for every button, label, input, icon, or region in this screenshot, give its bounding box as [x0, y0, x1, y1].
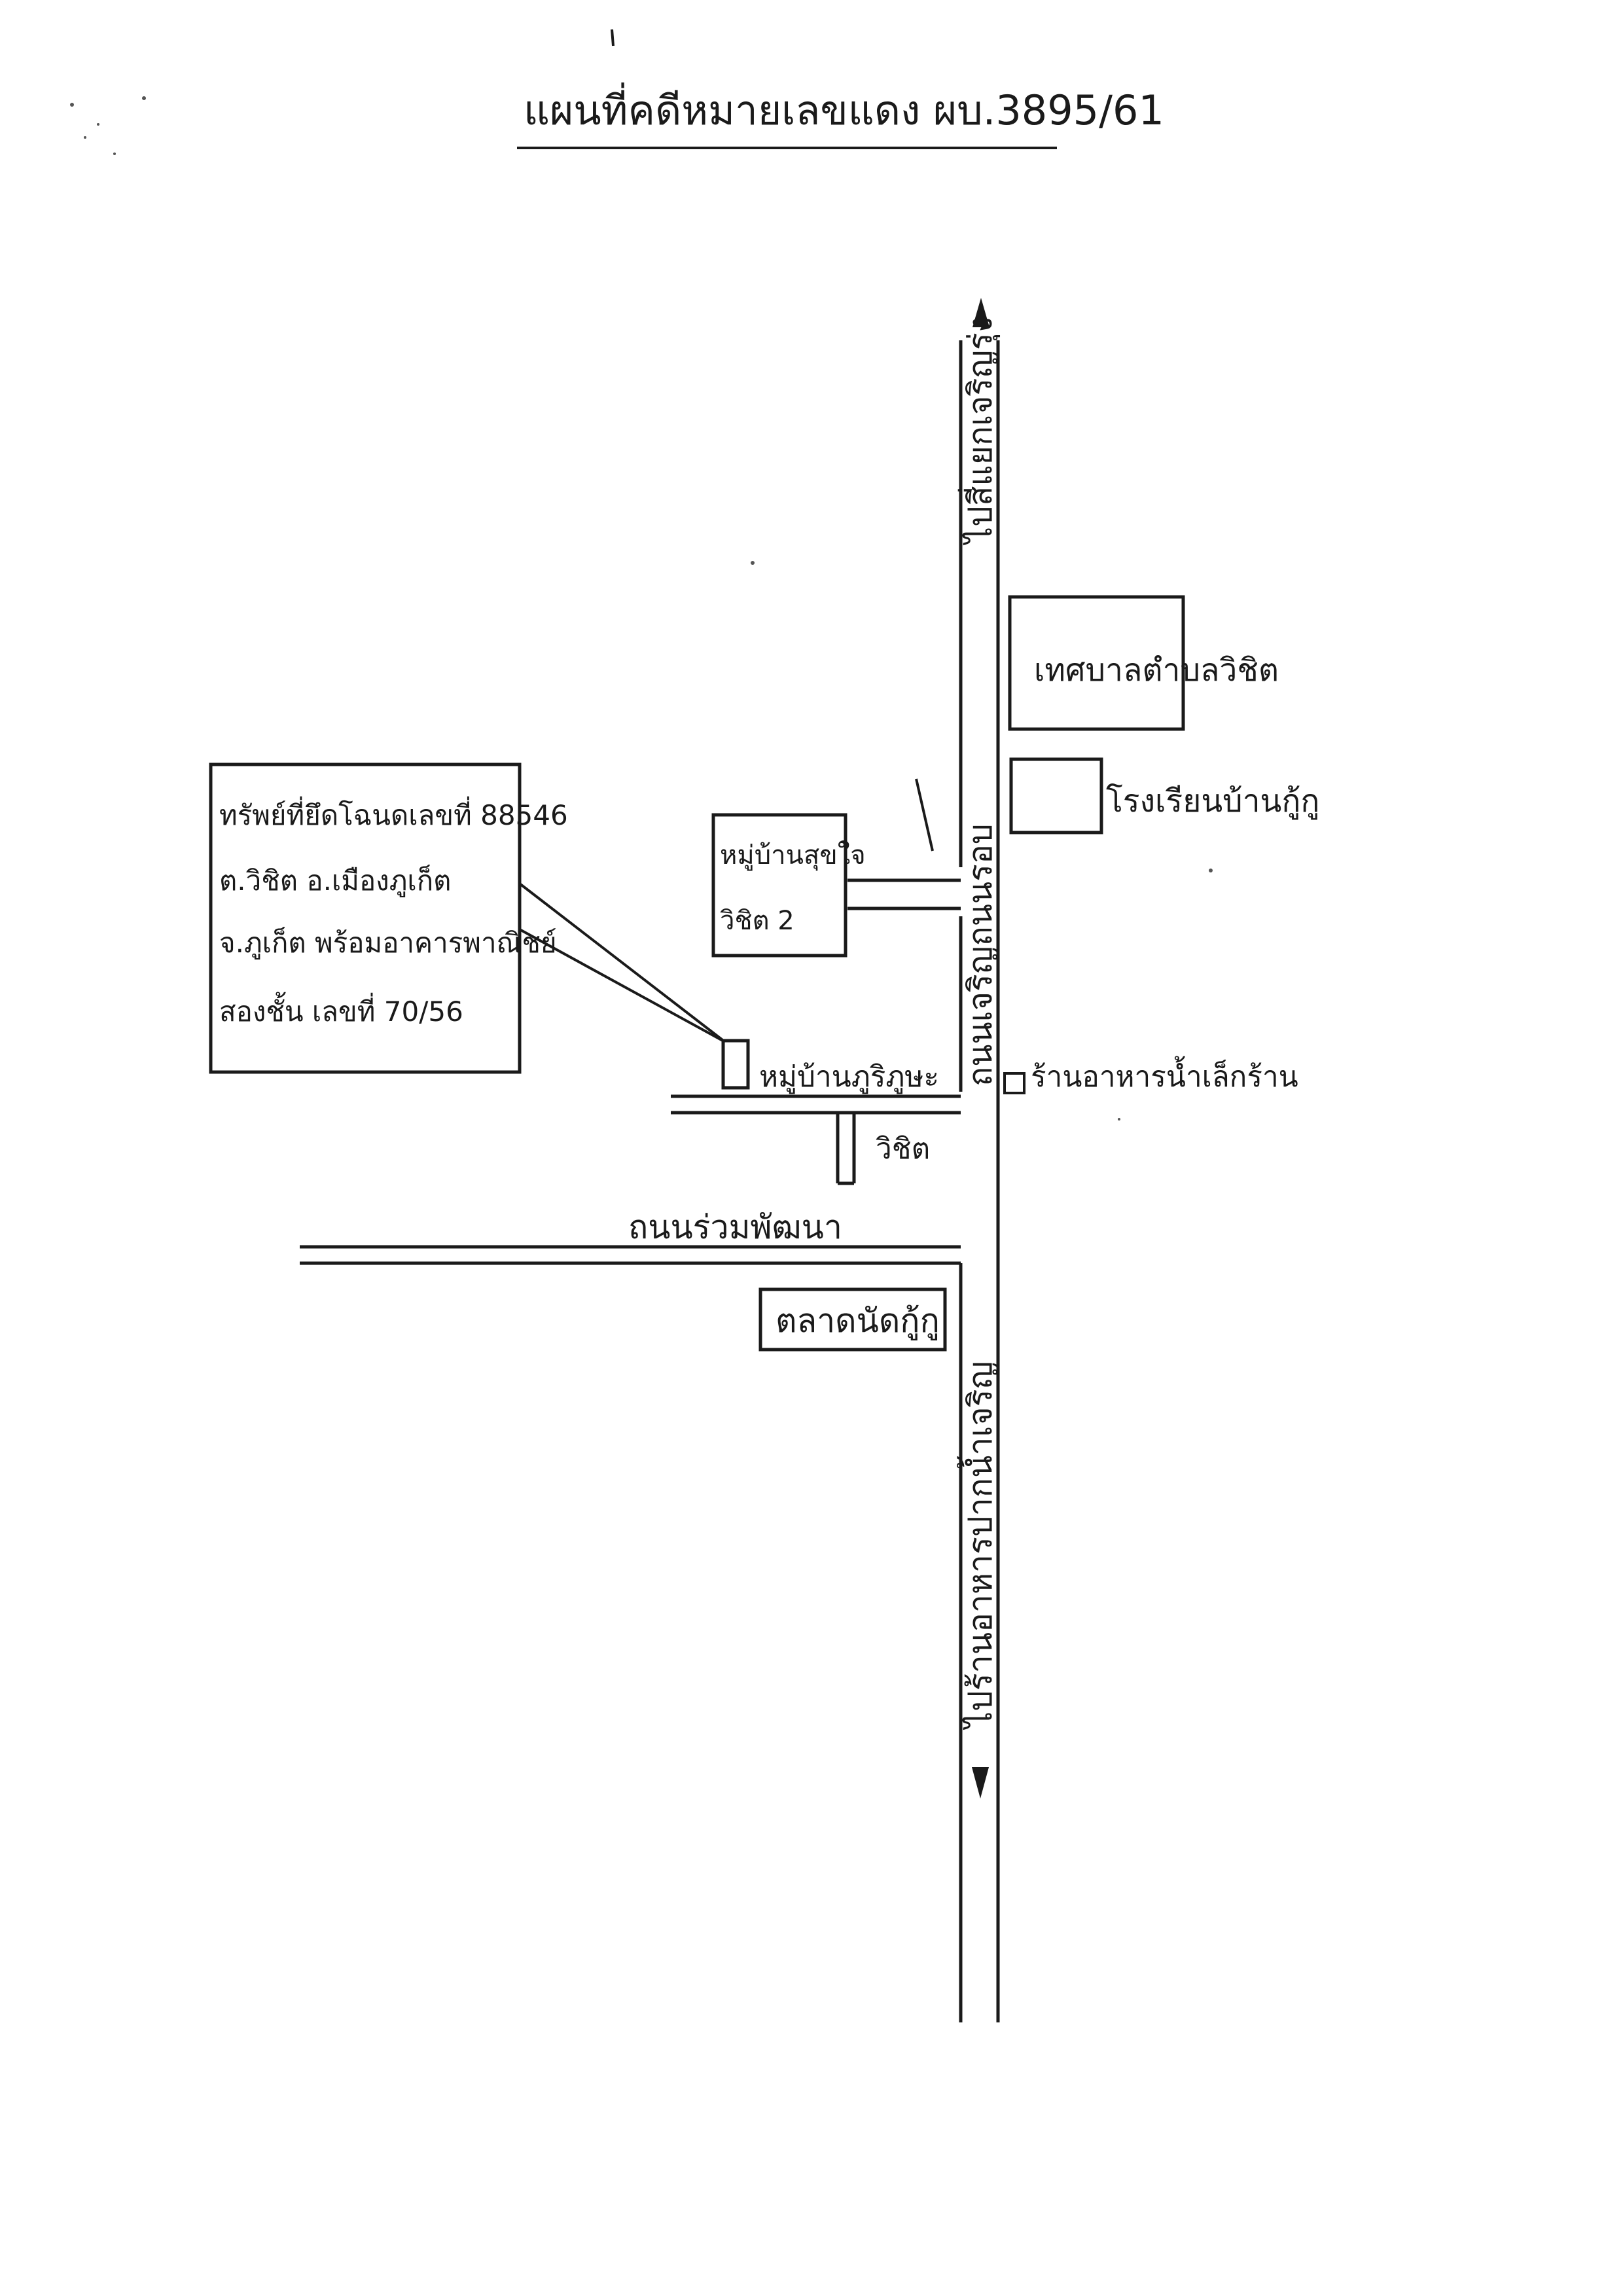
- school-label: โรงเรียนบ้านกู้กู: [1106, 783, 1319, 820]
- property-line-4: สองชั้น เลขที่ 70/56: [219, 992, 463, 1028]
- village-a-sub: วิชิต 2: [720, 906, 794, 936]
- north-road-label: ไปสี่แยกเจริญรุ่ง: [958, 317, 1000, 546]
- property-description-box: [209, 762, 522, 1074]
- map-title: แผนที่คดีหมายเลขแดง ผบ.3895/61: [524, 82, 1164, 134]
- property-line-2: ต.วิชิต อ.เมืองภูเก็ต: [219, 865, 451, 897]
- village-a-box: [711, 813, 847, 958]
- property-line-3: จ.ภูเก็ต พร้อมอาคารพาณิชย์: [219, 927, 557, 960]
- main-road-label: ถนนเจริญถนนรอบ: [961, 823, 999, 1086]
- shop-label: ร้านอาหารน้ำเล็กร้าน: [1031, 1056, 1298, 1094]
- cross-road: [300, 1245, 961, 1265]
- village-a-spur: [847, 878, 961, 910]
- market-box: [758, 1287, 947, 1352]
- municipality-box: [1008, 595, 1185, 731]
- scan-speckles: [70, 96, 1213, 1121]
- village-b-sub: วิชิต: [876, 1132, 930, 1166]
- property-lane: [671, 1094, 961, 1185]
- stray-pen-strokes: [611, 29, 934, 852]
- shop-marker: [1003, 1072, 1026, 1094]
- north-arrow-icon: [972, 298, 990, 327]
- main-road: [959, 340, 1000, 2022]
- south-arrow-icon: [972, 1767, 989, 1799]
- cross-road-label: ถนนร่วมพัฒนา: [628, 1208, 842, 1246]
- village-a-name: หมู่บ้านสุขใจ: [720, 840, 866, 871]
- municipality-label: เทศบาลตำบลวิชิต: [1034, 652, 1279, 689]
- market-label: ตลาดนัดกู้กู: [776, 1302, 940, 1340]
- south-road-label: ไปร้านอาหารปากน้ำเจริญ: [957, 1361, 999, 1731]
- property-marker: [721, 1039, 750, 1090]
- village-b-name: หมู่บ้านภูริภูษะ: [759, 1060, 939, 1094]
- school-box: [1009, 757, 1103, 834]
- property-pointer: [518, 882, 726, 1043]
- property-line-1: ทรัพย์ที่ยึดโฉนดเลขที่ 88546: [219, 797, 568, 831]
